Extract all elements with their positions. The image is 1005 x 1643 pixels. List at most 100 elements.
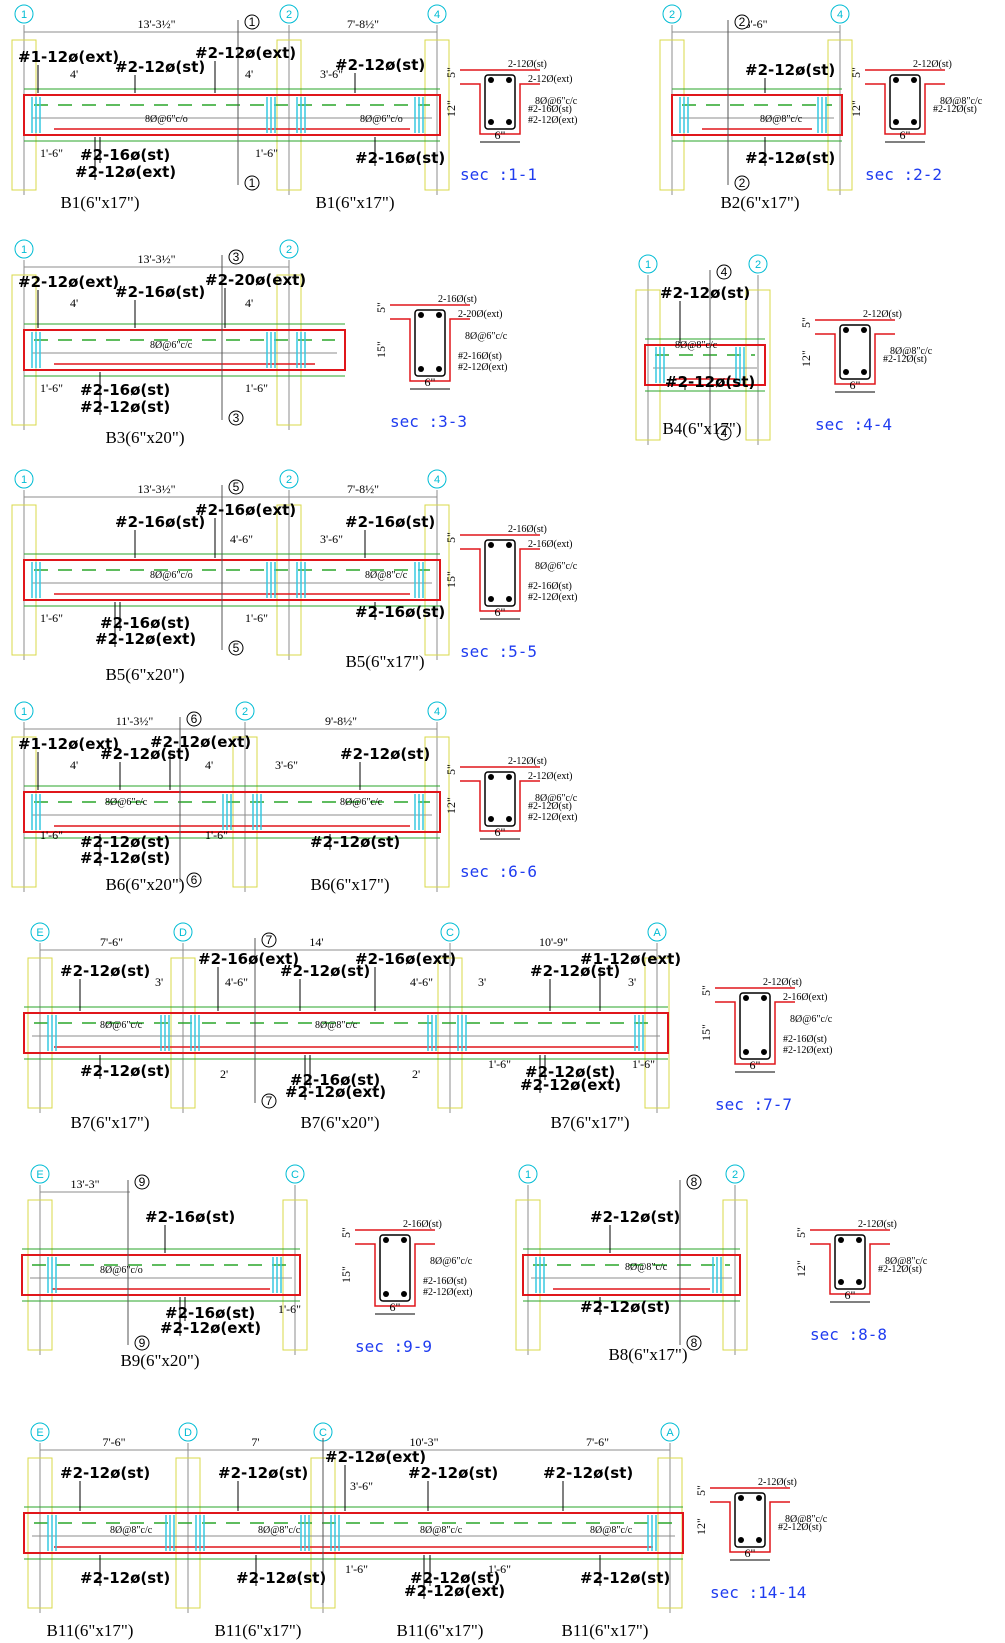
grid-label: A (653, 927, 661, 939)
grid-bubble (518, 1164, 538, 1184)
rebar-label: #1-12ø(ext) (18, 48, 119, 66)
cross-section: 6"5"15"2-16Ø(st)8Ø@6"c/c#2-16Ø(st)#2-12Ø… (339, 1219, 473, 1356)
column-outline (424, 39, 450, 191)
section-flange-height: 5" (694, 1485, 708, 1496)
rebar-label: #2-12ø(st) (340, 745, 430, 763)
beam-title: B11(6"x17") (397, 1621, 484, 1640)
section-bar (506, 77, 512, 83)
rebar-label: #2-12ø(st) (115, 58, 205, 76)
stirrup-spacing: 8Ø@8"c/c (420, 1525, 463, 1536)
grid-label: C (291, 1169, 299, 1181)
span-dim: 10'-9" (539, 935, 568, 949)
section-web-height: 15" (374, 341, 388, 358)
beam-title: B4(6"x17") (662, 419, 741, 438)
rebar-label: #2-12ø(st) (236, 1569, 326, 1587)
dim-label: 3'-6" (320, 67, 343, 81)
section-title: sec :2-2 (865, 165, 942, 184)
cut-label: 4 (721, 265, 728, 279)
rebar-label: #2-16ø(st) (345, 513, 435, 531)
cross-section: 6"5"15"2-12Ø(st)2-16Ø(ext)8Ø@6"c/c#2-16Ø… (699, 977, 833, 1114)
rebar-label: #2-12ø(st) (60, 1464, 150, 1482)
rebar-label: #2-12ø(st) (80, 849, 170, 867)
section-bottom-bars: #2-16Ø(st) (528, 581, 572, 592)
span-dim: 11'-3½" (116, 714, 154, 728)
grid-bubble (427, 701, 447, 721)
cut-label: 7 (266, 1094, 273, 1108)
cross-section: 6"5"12"2-12Ø(st)2-12Ø(ext)8Ø@6"c/c#2-12Ø… (444, 756, 578, 881)
grid-label: 4 (434, 706, 440, 718)
section-bottom-extra: #2-12Ø(ext) (783, 1045, 832, 1056)
grid-label: 1 (645, 259, 651, 271)
span-dim: 7'-8½" (347, 482, 379, 496)
dim-label: 3' (478, 975, 486, 989)
grid-label: 1 (525, 1169, 531, 1181)
section-bar (506, 596, 512, 602)
section-top-bars: 2-12Ø(st) (758, 1477, 797, 1488)
cross-section: 6"5"12"2-12Ø(st)8Ø@8"c/c#2-12Ø(st)sec :4… (799, 309, 933, 434)
section-bar (436, 366, 442, 372)
rebar-label: #2-12ø(st) (580, 1569, 670, 1587)
grid-bubble (440, 922, 460, 942)
section-bottom-extra: #2-12Ø(ext) (528, 592, 577, 603)
section-bottom-bars: #2-12Ø(st) (883, 354, 927, 365)
stirrup-spacing: 8Ø@6"c/c (150, 340, 193, 351)
section-title: sec :1-1 (460, 165, 537, 184)
section-outline (355, 1229, 435, 1307)
dim-label: 1'-6" (245, 611, 268, 625)
section-outline (810, 1229, 890, 1295)
section-title: sec :9-9 (355, 1337, 432, 1356)
rebar-label: #1-12ø(ext) (18, 735, 119, 753)
span-dim: 13'-3" (70, 1177, 99, 1191)
section-web-height: 15" (699, 1024, 713, 1041)
section-web-height: 12" (444, 100, 458, 117)
stirrup-spacing: 8Ø@8"c/c (760, 114, 803, 125)
section-bottom-bars: #2-12Ø(st) (528, 801, 572, 812)
beam-title: B11(6"x17") (562, 1621, 649, 1640)
rebar-label: #2-12ø(st) (745, 149, 835, 167)
section-stirrups: 8Ø@8"c/c (940, 96, 983, 107)
beam-title: B3(6"x20") (105, 428, 184, 447)
cut-label: 2 (739, 15, 746, 29)
rebar-label: #2-12ø(st) (745, 61, 835, 79)
section-flange-height: 5" (794, 1227, 808, 1238)
section-title: sec :14-14 (710, 1583, 806, 1602)
section-flange-height: 5" (374, 302, 388, 313)
rebar-label: #2-16ø(ext) (198, 950, 299, 968)
beam-title: B7(6"x17") (550, 1113, 629, 1132)
section-width: 6" (900, 128, 911, 142)
section-bar (756, 1537, 762, 1543)
rebar-label: #2-12ø(st) (530, 962, 620, 980)
span-dim: 14' (309, 935, 323, 949)
section-bar (418, 312, 424, 318)
rebar-label: #2-16ø(ext) (355, 950, 456, 968)
rebar-label: #2-16ø(st) (355, 149, 445, 167)
stirrup-spacing: 8Ø@6"c/o (360, 114, 403, 125)
rebar-label: #2-16ø(st) (80, 381, 170, 399)
dim-label: 4'-6" (410, 975, 433, 989)
grid-label: E (36, 1169, 43, 1181)
rebar-label: #2-12ø(ext) (150, 733, 251, 751)
rebar-label: #2-12ø(st) (80, 398, 170, 416)
dim-label: 1'-6" (255, 146, 278, 160)
section-top-bars: 2-12Ø(st) (508, 756, 547, 767)
dim-label: 2' (412, 1067, 420, 1081)
rebar-label: #2-12ø(ext) (520, 1076, 621, 1094)
section-bar (843, 327, 849, 333)
beam-title: B2(6"x17") (720, 193, 799, 212)
section-stirrup (834, 1234, 866, 1290)
stirrup-spacing: 8Ø@6"c/o (100, 1265, 143, 1276)
section-flange-height: 5" (339, 1227, 353, 1238)
section-top-bars: 2-12Ø(st) (863, 309, 902, 320)
section-width: 6" (850, 378, 861, 392)
grid-label: 2 (755, 259, 761, 271)
section-top-bars: 2-12Ø(st) (913, 59, 952, 70)
section-bar (401, 1237, 407, 1243)
section-stirrup (739, 992, 771, 1060)
cut-bubble (244, 175, 260, 191)
section-bar (861, 369, 867, 375)
section-bar (838, 1279, 844, 1285)
dim-label: 1'-6" (345, 1562, 368, 1576)
span-dim: 7'-6" (586, 1435, 609, 1449)
